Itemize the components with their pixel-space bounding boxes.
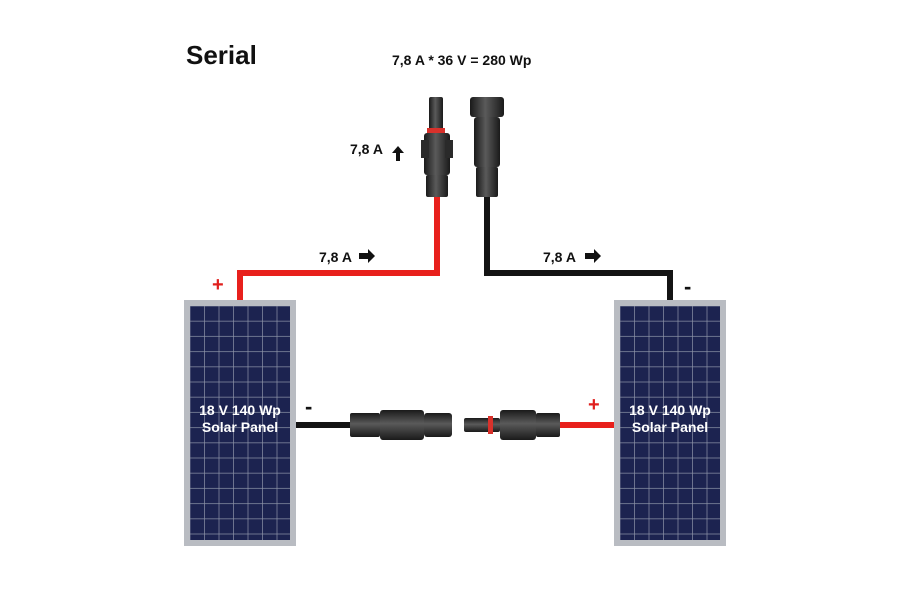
- solar-panel-left: [184, 300, 296, 546]
- current-label-top: 7,8 A: [350, 141, 383, 157]
- panel-name: Solar Panel: [631, 419, 709, 435]
- solar-panel-left-label: 18 V 140 Wp Solar Panel: [184, 300, 296, 546]
- mc4-connector-top-male: [421, 97, 453, 197]
- mc4-connector-bottom-female: [350, 410, 452, 440]
- arrow-right-icon: [585, 249, 601, 263]
- panel-name: Solar Panel: [201, 419, 279, 435]
- panel-spec: 18 V 140 Wp: [199, 402, 281, 418]
- positive-wire-top: [237, 195, 440, 302]
- negative-wire-top: [484, 195, 673, 302]
- panel-spec: 18 V 140 Wp: [629, 402, 711, 418]
- positive-sign-left-top: +: [212, 274, 224, 296]
- solar-panel-right: [614, 300, 726, 546]
- power-formula: 7,8 A * 36 V = 280 Wp: [392, 52, 532, 68]
- current-label-right-wire: 7,8 A: [543, 249, 576, 265]
- mc4-connector-top-female: [470, 97, 504, 197]
- arrow-right-icon: [359, 249, 375, 263]
- mc4-connector-bottom-male: [464, 410, 560, 440]
- current-label-left-wire: 7,8 A: [319, 249, 352, 265]
- diagram-title: Serial: [186, 40, 257, 70]
- positive-sign-right-side: +: [588, 394, 600, 416]
- arrow-up-icon: [392, 146, 404, 161]
- negative-sign-right-top: -: [684, 274, 692, 299]
- negative-sign-left-side: -: [305, 394, 313, 419]
- solar-panel-right-label: 18 V 140 Wp Solar Panel: [614, 300, 726, 546]
